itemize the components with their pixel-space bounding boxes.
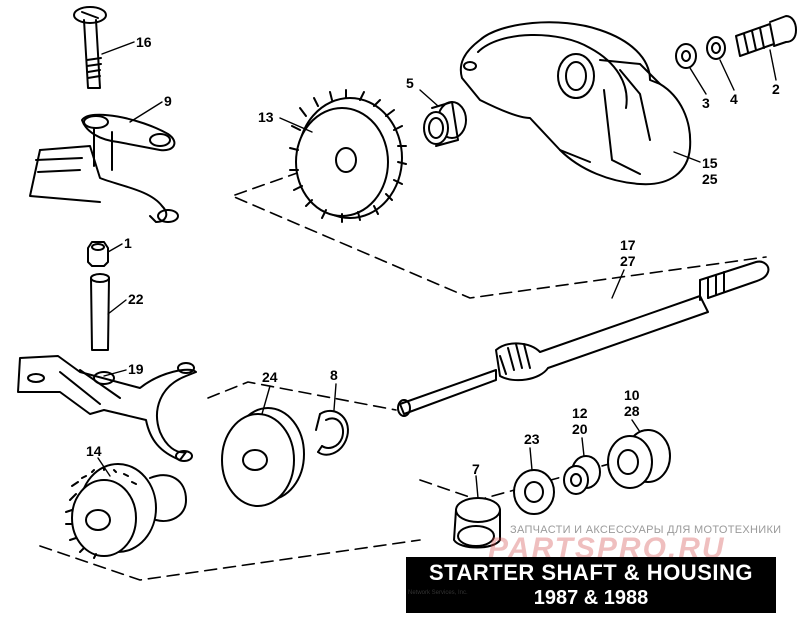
part-8-snap-ring <box>315 409 349 456</box>
callout-3: 3 <box>702 95 710 111</box>
callout-7: 7 <box>472 461 480 477</box>
part-15-housing <box>459 21 692 186</box>
callout-20: 20 <box>572 421 588 437</box>
callout-8: 8 <box>330 367 338 383</box>
callout-10: 10 <box>624 387 640 403</box>
part-22-pin <box>90 273 110 351</box>
part-3-washer <box>675 43 697 69</box>
diagram-year-range: 1987 & 1988 <box>533 587 649 609</box>
part-5-bearing <box>423 101 467 147</box>
callout-24: 24 <box>262 369 278 385</box>
callout-23: 23 <box>524 431 540 447</box>
part-12-spacer <box>563 455 601 495</box>
part-16-screw <box>73 6 107 89</box>
part-17-starter-shaft <box>397 260 770 417</box>
callout-2: 2 <box>772 81 780 97</box>
leader-lines <box>97 41 777 499</box>
part-19-shift-fork <box>17 355 197 462</box>
part-1-nut <box>87 241 109 267</box>
callout-25: 25 <box>702 171 718 187</box>
diagram-title: STARTER SHAFT & HOUSING <box>429 560 753 585</box>
callout-13: 13 <box>258 109 274 125</box>
part-24-collar <box>221 407 305 507</box>
callout-4: 4 <box>730 91 738 107</box>
part-13-gear <box>289 89 407 223</box>
watermark-caption: ЗАПЧАСТИ И АКСЕССУАРЫ ДЛЯ МОТОТЕХНИКИ <box>510 524 782 536</box>
part-14-drive-gear <box>65 463 187 559</box>
callout-27: 27 <box>620 253 636 269</box>
title-box: STARTER SHAFT & HOUSING 1987 & 1988 <box>406 557 776 613</box>
part-23-washer <box>513 469 555 515</box>
callout-9: 9 <box>164 93 172 109</box>
callout-15: 15 <box>702 155 718 171</box>
part-4-lock-washer <box>706 36 726 60</box>
callout-28: 28 <box>624 403 640 419</box>
callout-19: 19 <box>128 361 144 377</box>
callout-numbers: 16 9 1 22 19 14 24 8 17 27 13 5 15 25 3 … <box>86 34 780 477</box>
callout-14: 14 <box>86 443 102 459</box>
copyright-notice: Network Services, Inc. <box>408 590 468 596</box>
part-2-bolt <box>735 15 797 57</box>
part-10-bushing <box>607 429 671 489</box>
callout-16: 16 <box>136 34 152 50</box>
callout-17: 17 <box>620 237 636 253</box>
callout-12: 12 <box>572 405 588 421</box>
part-9-lever-bracket <box>29 113 179 223</box>
callout-22: 22 <box>128 291 144 307</box>
callout-1: 1 <box>124 235 132 251</box>
callout-5: 5 <box>406 75 414 91</box>
